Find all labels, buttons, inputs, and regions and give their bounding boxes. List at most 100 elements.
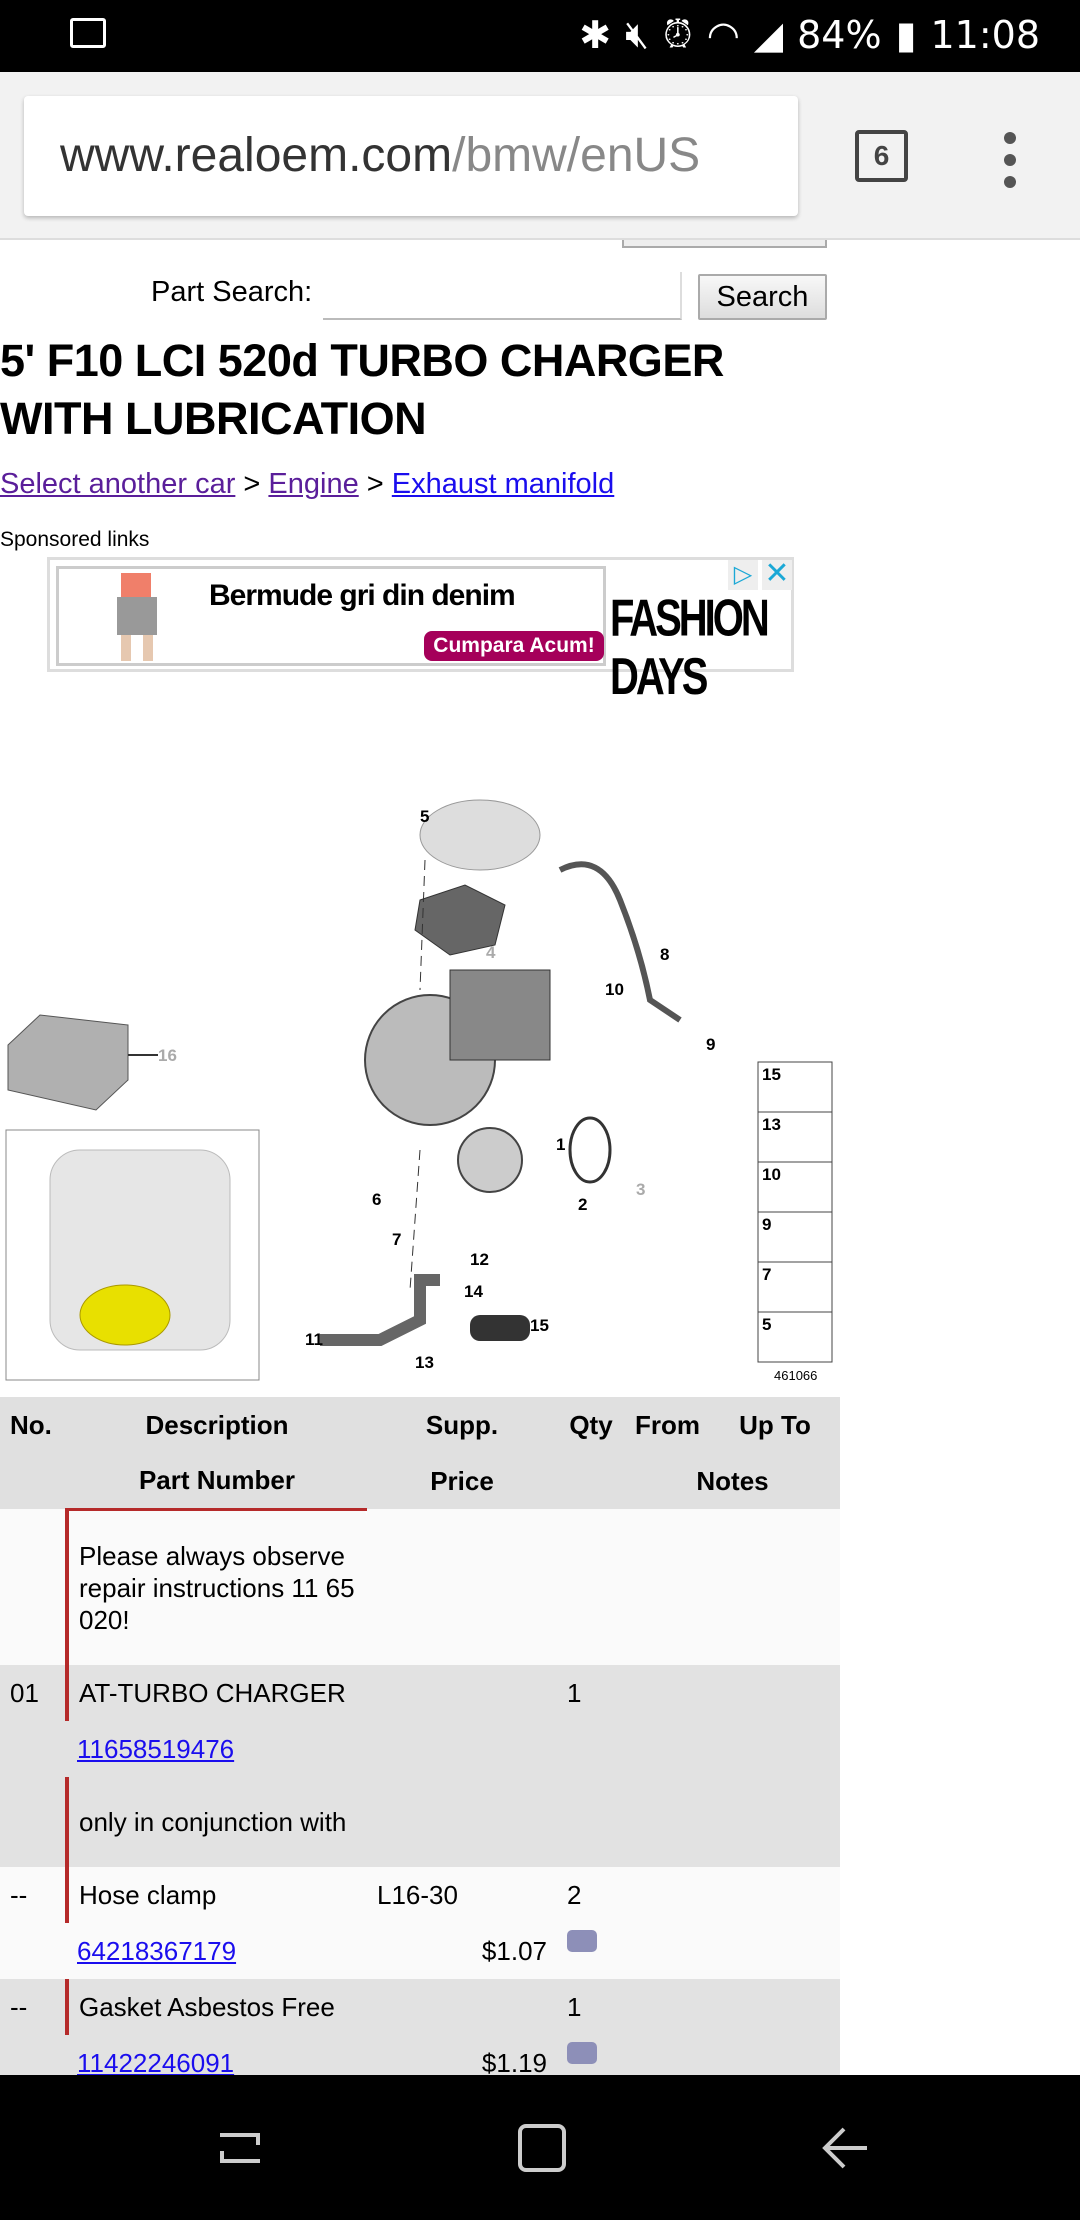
row-description: Hose clamp: [65, 1867, 367, 1923]
diagram-id: 461066: [774, 1368, 817, 1383]
row-qty: 2: [557, 1867, 625, 1923]
row-supp: [367, 1665, 557, 1721]
status-bar: ✱ 🔇︎ ⏰︎ ◠ ◢ 84% ▮ 11:08: [0, 0, 1080, 72]
svg-text:8: 8: [660, 945, 669, 964]
svg-text:10: 10: [605, 980, 624, 999]
part-search-input[interactable]: [323, 272, 682, 320]
diagram-callouts: 1 2 3 4 5 6 7 8 9 10 11 12 13 14 15 16: [158, 807, 715, 1372]
camera-icon[interactable]: [567, 2041, 597, 2064]
ad-headline: Bermude gri din denim: [209, 579, 516, 612]
conjunction-note: only in conjunction with: [65, 1777, 367, 1867]
browser-toolbar: www.realoem.com/bmw/enUS 6: [0, 72, 1080, 240]
alarm-icon: ⏰︎: [663, 12, 693, 56]
col-notes: Notes: [625, 1453, 840, 1509]
part-search-label: Part Search:: [151, 276, 313, 308]
col-upto: Up To: [710, 1397, 840, 1453]
svg-text:16: 16: [158, 1046, 177, 1065]
parts-diagram[interactable]: 1 2 3 4 5 6 7 8 9 10 11 12 13 14 15 16 1…: [0, 790, 840, 1390]
svg-text:13: 13: [415, 1353, 434, 1372]
box-part-16: [7, 1014, 158, 1111]
url-bar[interactable]: www.realoem.com/bmw/enUS: [24, 96, 798, 216]
ad-cta-button[interactable]: Cumpara Acum!: [424, 631, 604, 661]
clock: 11:08: [930, 12, 1040, 57]
camera-icon[interactable]: [567, 1929, 597, 1952]
row-qty: 1: [557, 1979, 625, 2035]
sponsored-links-label: Sponsored links: [0, 528, 150, 551]
svg-text:7: 7: [762, 1265, 771, 1284]
breadcrumb-select-car[interactable]: Select another car: [0, 468, 236, 500]
table-row-note: Please always observe repair instruction…: [0, 1507, 840, 1665]
svg-text:4: 4: [486, 943, 496, 962]
svg-text:9: 9: [706, 1035, 715, 1054]
svg-text:15: 15: [762, 1065, 781, 1084]
fastener-legend: 15 13 10 9 7 5 461066: [757, 1061, 833, 1383]
overflow-menu-icon[interactable]: [1004, 132, 1018, 198]
row-supp: [367, 1979, 557, 2035]
parts-table: No. Description Supp. Qty From Up To Par…: [0, 1397, 840, 2091]
row-no: 01: [0, 1665, 67, 1721]
row-supp: L16-30: [367, 1867, 557, 1923]
breadcrumb-separator: >: [366, 468, 384, 500]
svg-text:12: 12: [470, 1250, 489, 1269]
search-button[interactable]: Search: [698, 274, 827, 320]
page-title: 5' F10 LCI 520d TURBO CHARGER WITH LUBRI…: [0, 335, 724, 444]
home-icon[interactable]: [517, 2123, 567, 2173]
table-row: -- Hose clamp L16-30 2: [0, 1867, 840, 1923]
svg-text:10: 10: [762, 1165, 781, 1184]
row-no: --: [0, 1867, 67, 1923]
navigation-bar: [0, 2075, 1080, 2220]
table-row: 01 AT-TURBO CHARGER 1: [0, 1665, 840, 1721]
recent-apps-icon[interactable]: [215, 2123, 265, 2173]
adchoices-icon[interactable]: ▷: [728, 560, 758, 590]
part-number-link[interactable]: 64218367179: [77, 1935, 237, 1966]
svg-text:11: 11: [305, 1330, 323, 1349]
row-qty: 1: [557, 1665, 625, 1721]
signal-icon: ◢: [753, 12, 784, 57]
col-no: No.: [0, 1397, 67, 1453]
row-no: --: [0, 1979, 67, 2035]
col-part-number: Part Number: [67, 1453, 367, 1509]
svg-text:5: 5: [762, 1315, 771, 1334]
mute-icon: 🔇︎: [625, 12, 650, 56]
svg-text:2: 2: [578, 1195, 587, 1214]
ad-brand-logo: FASHION DAYS: [610, 590, 770, 706]
breadcrumb-separator: >: [243, 468, 261, 500]
svg-text:7: 7: [392, 1230, 401, 1249]
svg-text:13: 13: [762, 1115, 781, 1134]
part-number-link[interactable]: 11422246091: [77, 2047, 235, 2078]
col-price: Price: [367, 1453, 557, 1509]
svg-text:5: 5: [420, 807, 429, 826]
table-row-note: only in conjunction with: [0, 1777, 840, 1867]
back-icon[interactable]: [820, 2123, 870, 2173]
row-description: Gasket Asbestos Free: [65, 1979, 367, 2035]
svg-text:6: 6: [372, 1190, 381, 1209]
svg-text:1: 1: [556, 1135, 565, 1154]
col-description: Description: [67, 1397, 367, 1453]
repair-note: Please always observe repair instruction…: [65, 1507, 367, 1665]
svg-text:3: 3: [636, 1180, 645, 1199]
ad-product-image: [117, 573, 157, 661]
col-supp: Supp.: [367, 1397, 557, 1453]
ad-close-icon[interactable]: ✕: [762, 559, 792, 590]
bluetooth-icon: ✱: [579, 12, 612, 57]
turbo-charger-drawing: [320, 799, 682, 1346]
url-host: www.realoem.com: [60, 129, 453, 182]
col-from: From: [625, 1397, 710, 1453]
part-number-link[interactable]: 11658519476: [77, 1733, 235, 1764]
gallery-notification-icon: [70, 18, 106, 48]
ad-content[interactable]: Bermude gri din denim Cumpara Acum!: [56, 566, 606, 666]
url-path: /bmw/enUS: [452, 129, 701, 182]
row-price: $1.07: [367, 1923, 557, 1979]
breadcrumb-exhaust-manifold[interactable]: Exhaust manifold: [391, 468, 615, 500]
ad-banner[interactable]: Bermude gri din denim Cumpara Acum! FASH…: [47, 557, 794, 706]
tab-switcher-button[interactable]: 6: [855, 130, 908, 182]
row-description: AT-TURBO CHARGER: [65, 1665, 367, 1721]
svg-text:14: 14: [464, 1282, 483, 1301]
svg-text:15: 15: [530, 1316, 549, 1335]
col-qty: Qty: [557, 1397, 625, 1453]
breadcrumb: Select another car > Engine > Exhaust ma…: [0, 468, 614, 501]
breadcrumb-engine[interactable]: Engine: [268, 468, 359, 500]
svg-text:9: 9: [762, 1215, 771, 1234]
wifi-icon: ◠: [706, 12, 740, 57]
cut-off-button[interactable]: [622, 240, 827, 248]
